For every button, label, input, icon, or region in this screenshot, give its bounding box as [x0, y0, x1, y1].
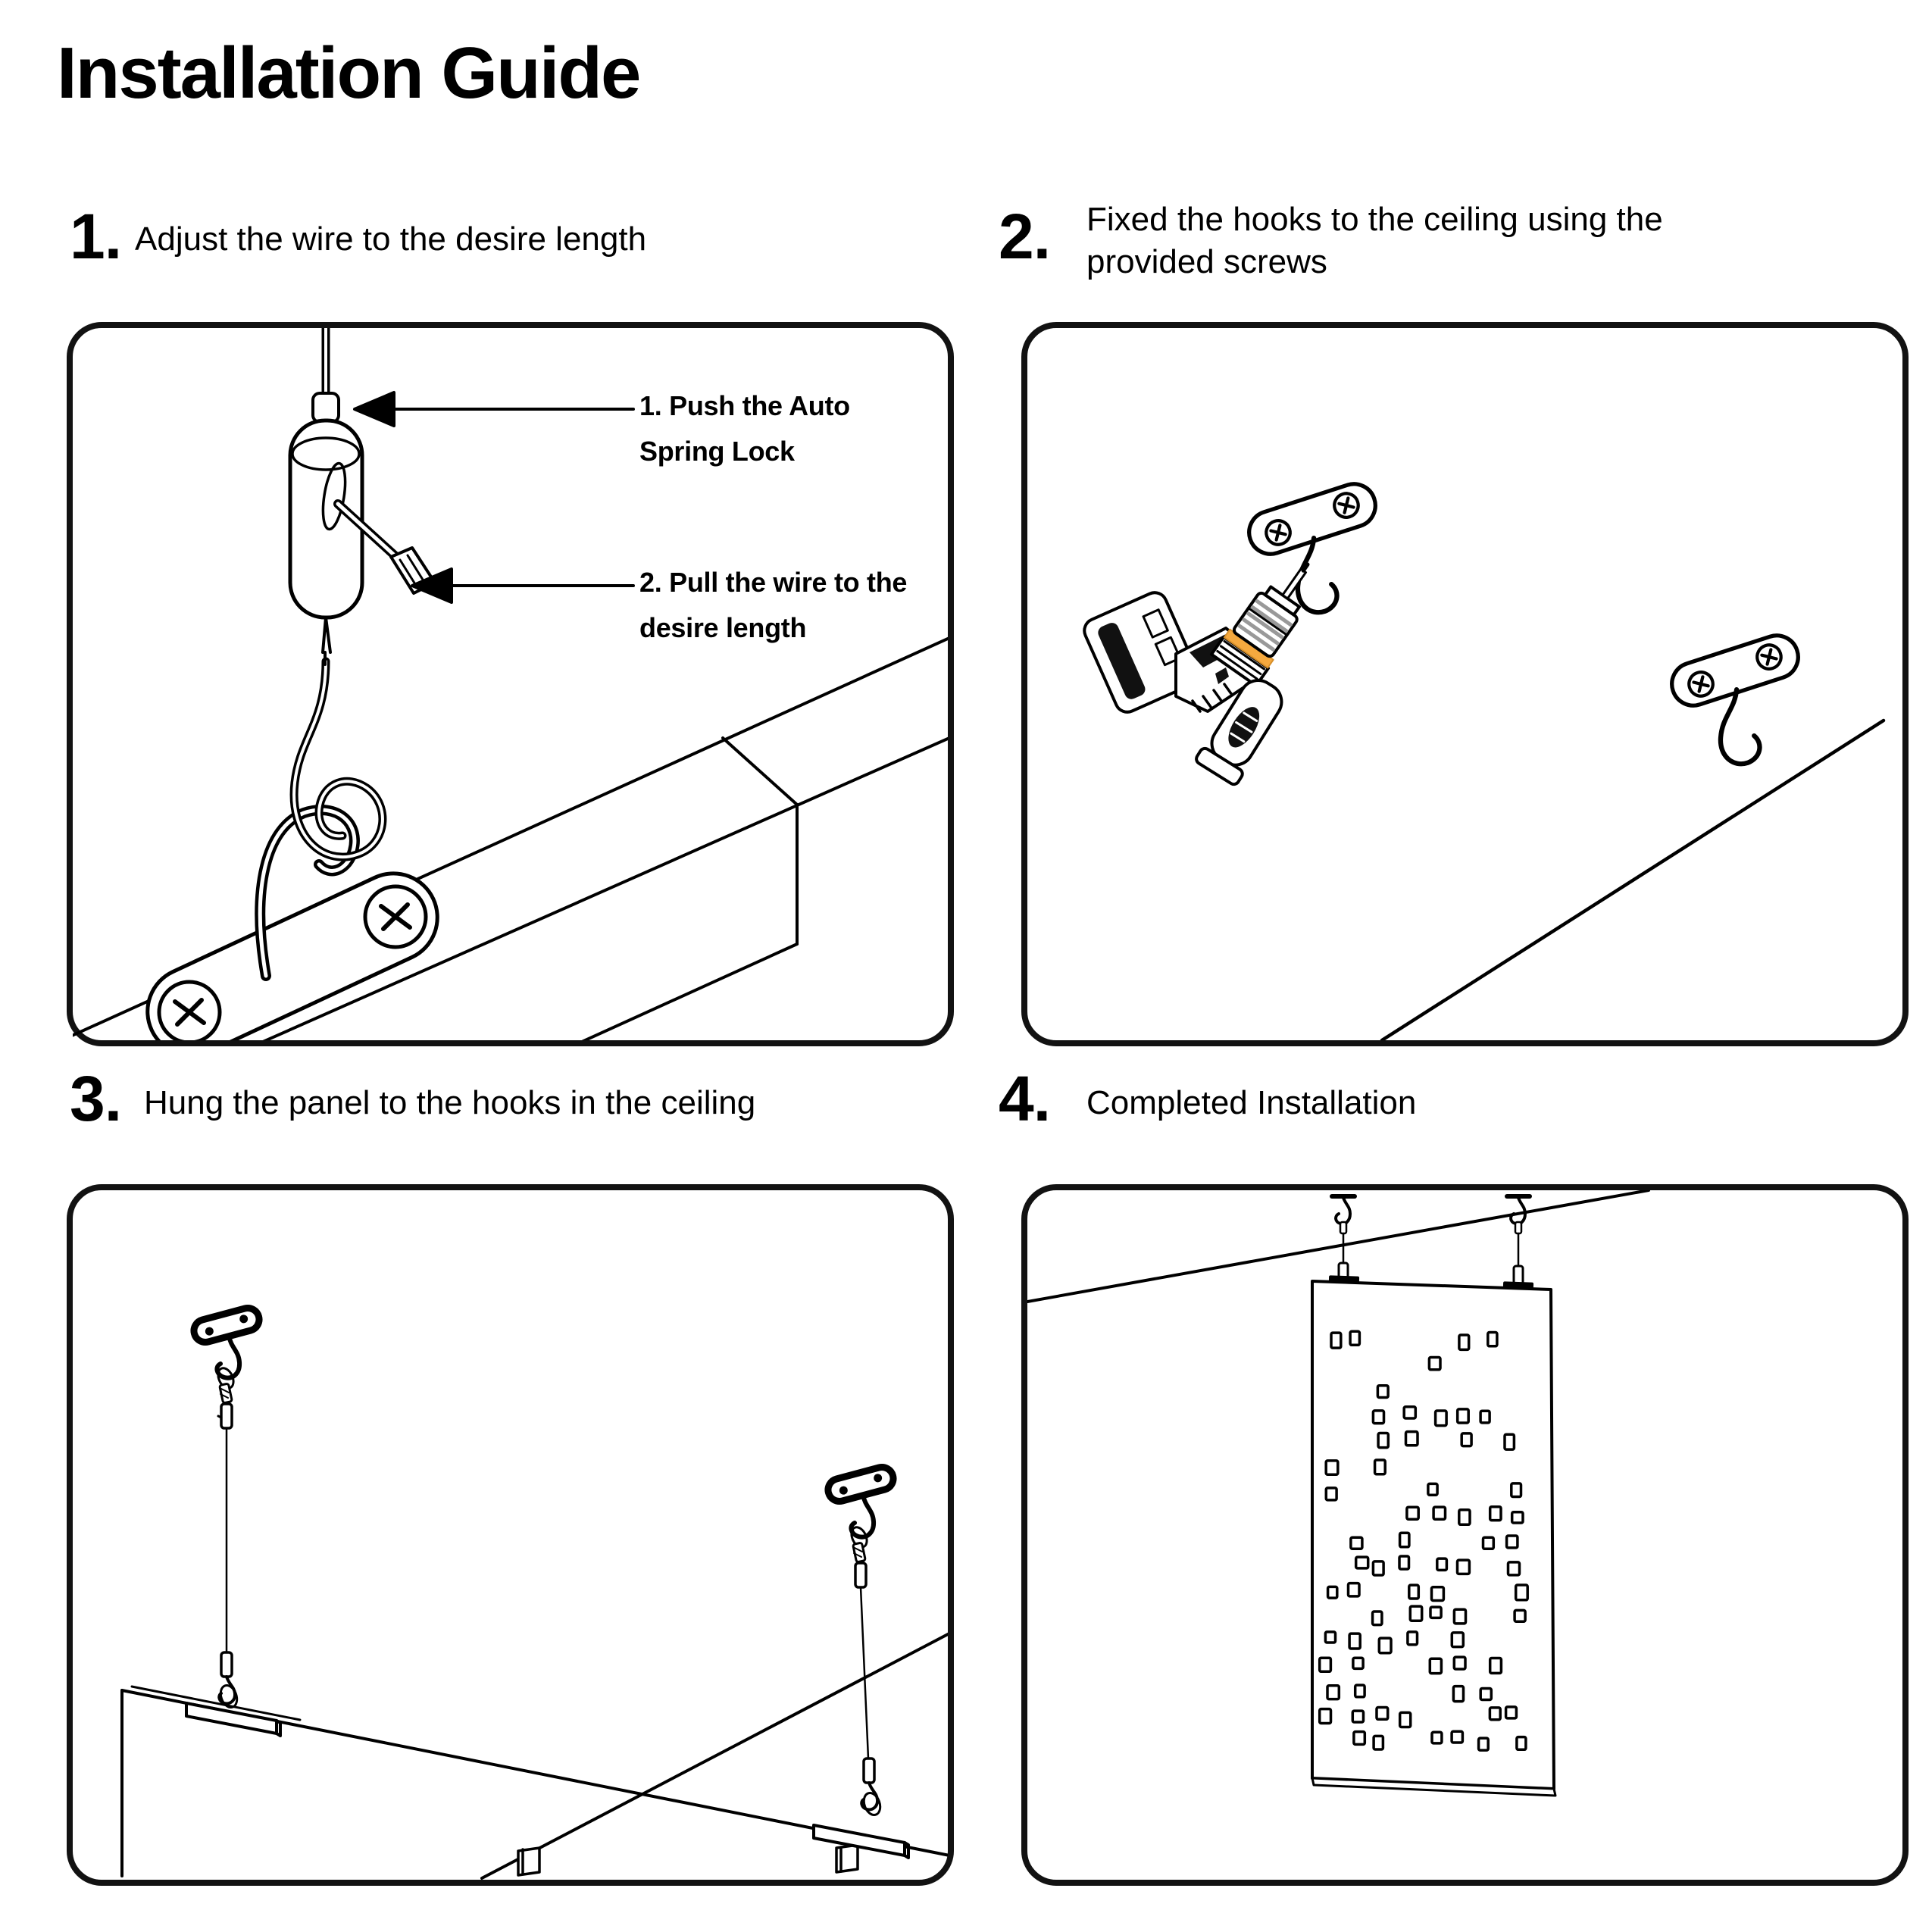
- wire-gripper-diagram: [73, 328, 948, 1040]
- annotation-push-spring-lock: 1. Push the Auto Spring Lock: [639, 383, 850, 474]
- step-4-number: 4.: [999, 1063, 1051, 1134]
- step-1-figure-panel: 1. Push the Auto Spring Lock 2. Pull the…: [67, 322, 954, 1046]
- annotation-pull-wire: 2. Pull the wire to the desire length: [639, 560, 907, 651]
- mounting-plate: [145, 871, 439, 1040]
- annotation-arrow-1: [353, 391, 635, 427]
- panel-perforations: [1318, 1330, 1529, 1752]
- ceiling-edge-line: [1027, 1190, 1650, 1303]
- left-hanging-wire-assembly: [185, 1305, 282, 1737]
- annotation-line: Spring Lock: [639, 436, 795, 467]
- ceiling-edge-line: [480, 1632, 948, 1880]
- panel-bracket-icon: [812, 1824, 910, 1859]
- annotation-line: 2. Pull the wire to the: [639, 567, 908, 598]
- ceiling-edge-line: [1380, 718, 1886, 1040]
- right-hook-wire: [1502, 1196, 1534, 1289]
- step-1-number: 1.: [70, 201, 122, 272]
- completed-installation-diagram: [1027, 1190, 1650, 1797]
- drill-hooks-diagram: [1083, 328, 1886, 1040]
- step-2-figure-panel: [1021, 322, 1909, 1046]
- annotation-line: desire length: [639, 612, 807, 643]
- step-1-label: Adjust the wire to the desire length: [135, 220, 647, 258]
- wire-gripper-icon: [288, 392, 436, 666]
- acoustic-panel: [1311, 1280, 1557, 1797]
- ceiling-hook-icon: [1332, 1196, 1355, 1233]
- step-3-number: 3.: [70, 1063, 122, 1134]
- page-title: Installation Guide: [57, 33, 641, 114]
- ceiling-hook-icon: [1243, 478, 1380, 612]
- ceiling-hook-icon: [255, 805, 360, 981]
- panel-bracket-icon: [185, 1702, 282, 1737]
- ceiling-hook-icon: [192, 1305, 262, 1378]
- annotation-line: 1. Push the Auto: [639, 390, 850, 421]
- phillips-screw-icon: [363, 884, 428, 949]
- drill-icon: [1083, 562, 1310, 786]
- hang-panel-diagram: [120, 1190, 948, 1880]
- suspension-wire: [289, 328, 387, 861]
- left-hook-wire: [1328, 1196, 1360, 1283]
- panel-bracket-icon: [517, 1843, 859, 1877]
- step-3-figure-panel: [67, 1184, 954, 1886]
- phillips-screw-icon: [157, 980, 222, 1040]
- step-2-number: 2.: [999, 201, 1051, 272]
- step-4-figure-panel: [1021, 1184, 1909, 1886]
- ceiling-hook-icon: [826, 1465, 896, 1537]
- step-3-label: Hung the panel to the hooks in the ceili…: [144, 1084, 756, 1121]
- step-4-label: Completed Installation: [1086, 1084, 1417, 1121]
- ceiling-hook-icon: [1666, 630, 1803, 764]
- annotation-arrow-2: [411, 567, 635, 604]
- right-hanging-wire-assembly: [812, 1465, 910, 1859]
- step-2-label: Fixed the hooks to the ceiling using the…: [1086, 201, 1663, 280]
